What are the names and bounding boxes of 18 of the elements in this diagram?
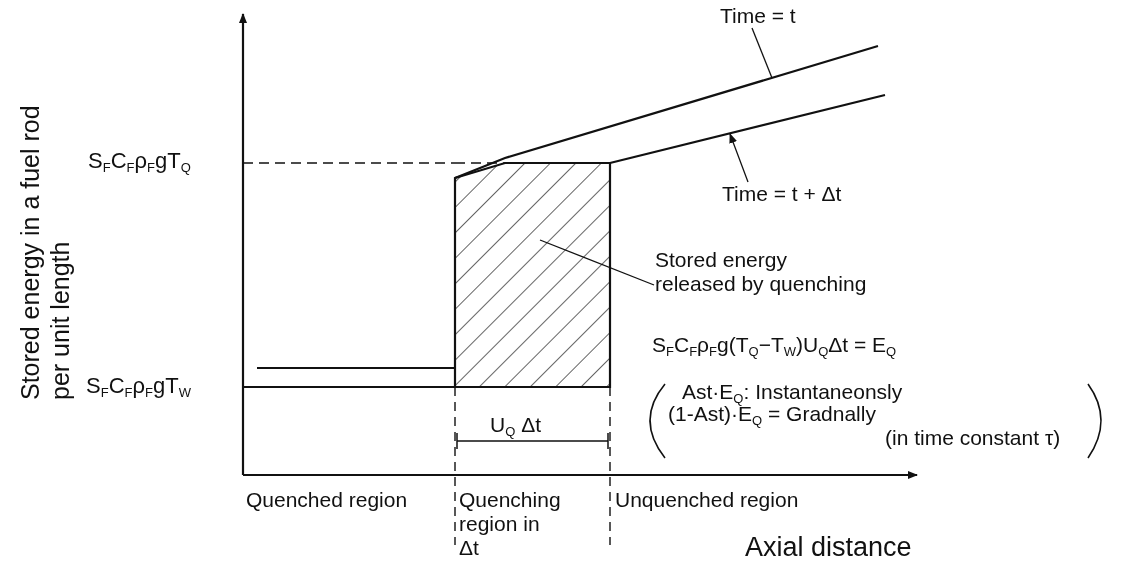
leader-line: [729, 133, 749, 183]
leader-line: [751, 27, 773, 79]
region-label: Quenching region in Δt: [459, 488, 562, 560]
annotation-text: Stored energy released by quenching: [655, 248, 870, 296]
leader-line: [539, 239, 655, 286]
dimension-label: U$_{Q}$ Δt: [490, 413, 541, 437]
equation: S$_{F}$C$_{F}$ρ$_{F}$g(T$_{Q}$−T$_{W}$)U$_{Q}$Δt = E$_{Q}$: [652, 333, 897, 357]
energy-curve: [454, 44, 879, 180]
region-label: Unquenched region: [615, 488, 799, 512]
region-label: Quenched region: [246, 488, 408, 512]
annotation-text: Time = t + Δt: [722, 182, 882, 206]
axis-title: Stored energy in a fuel rod per unit length: [15, 104, 75, 400]
annotation-text: Time = t: [720, 4, 810, 28]
axis-value-label: S$_{F}$C$_{F}$ρ$_{F}$gT$_{W}$: [86, 374, 191, 398]
hatched-area: [453, 161, 612, 389]
note-text: (in time constant τ): [885, 426, 1061, 450]
axis-title: Axial distance: [745, 535, 912, 559]
axis-value-label: S$_{F}$C$_{F}$ρ$_{F}$gT$_{Q}$: [88, 149, 191, 173]
